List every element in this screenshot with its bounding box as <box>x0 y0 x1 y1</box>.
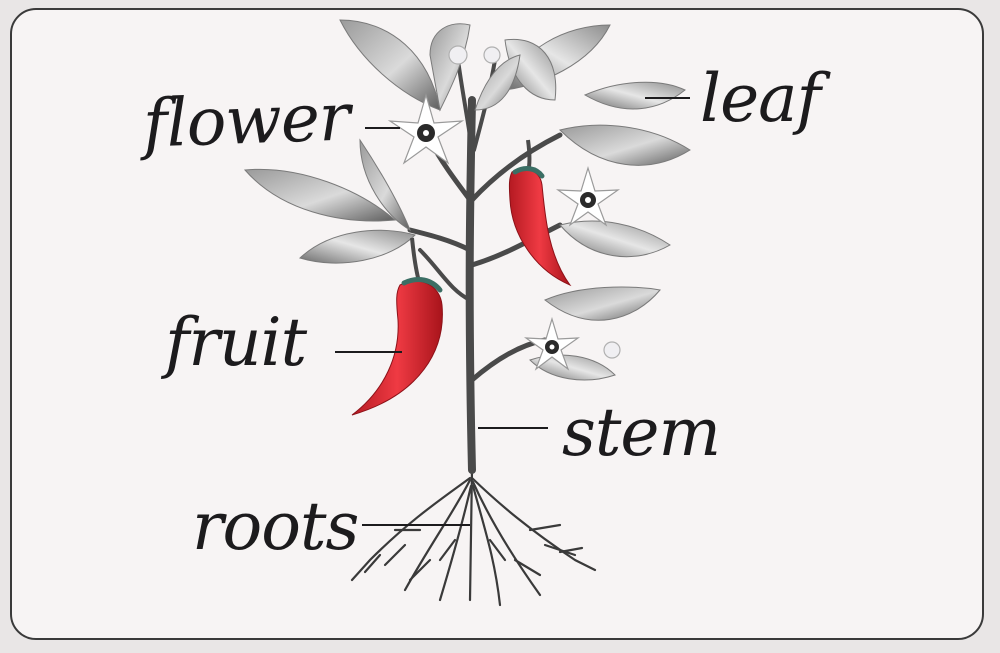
fruit-label: fruit <box>165 310 306 376</box>
roots-label: roots <box>192 494 358 560</box>
flower-label: flower <box>142 84 351 157</box>
leaf-label: leaf <box>700 66 820 132</box>
stem-label: stem <box>562 400 720 466</box>
roots <box>352 470 595 605</box>
